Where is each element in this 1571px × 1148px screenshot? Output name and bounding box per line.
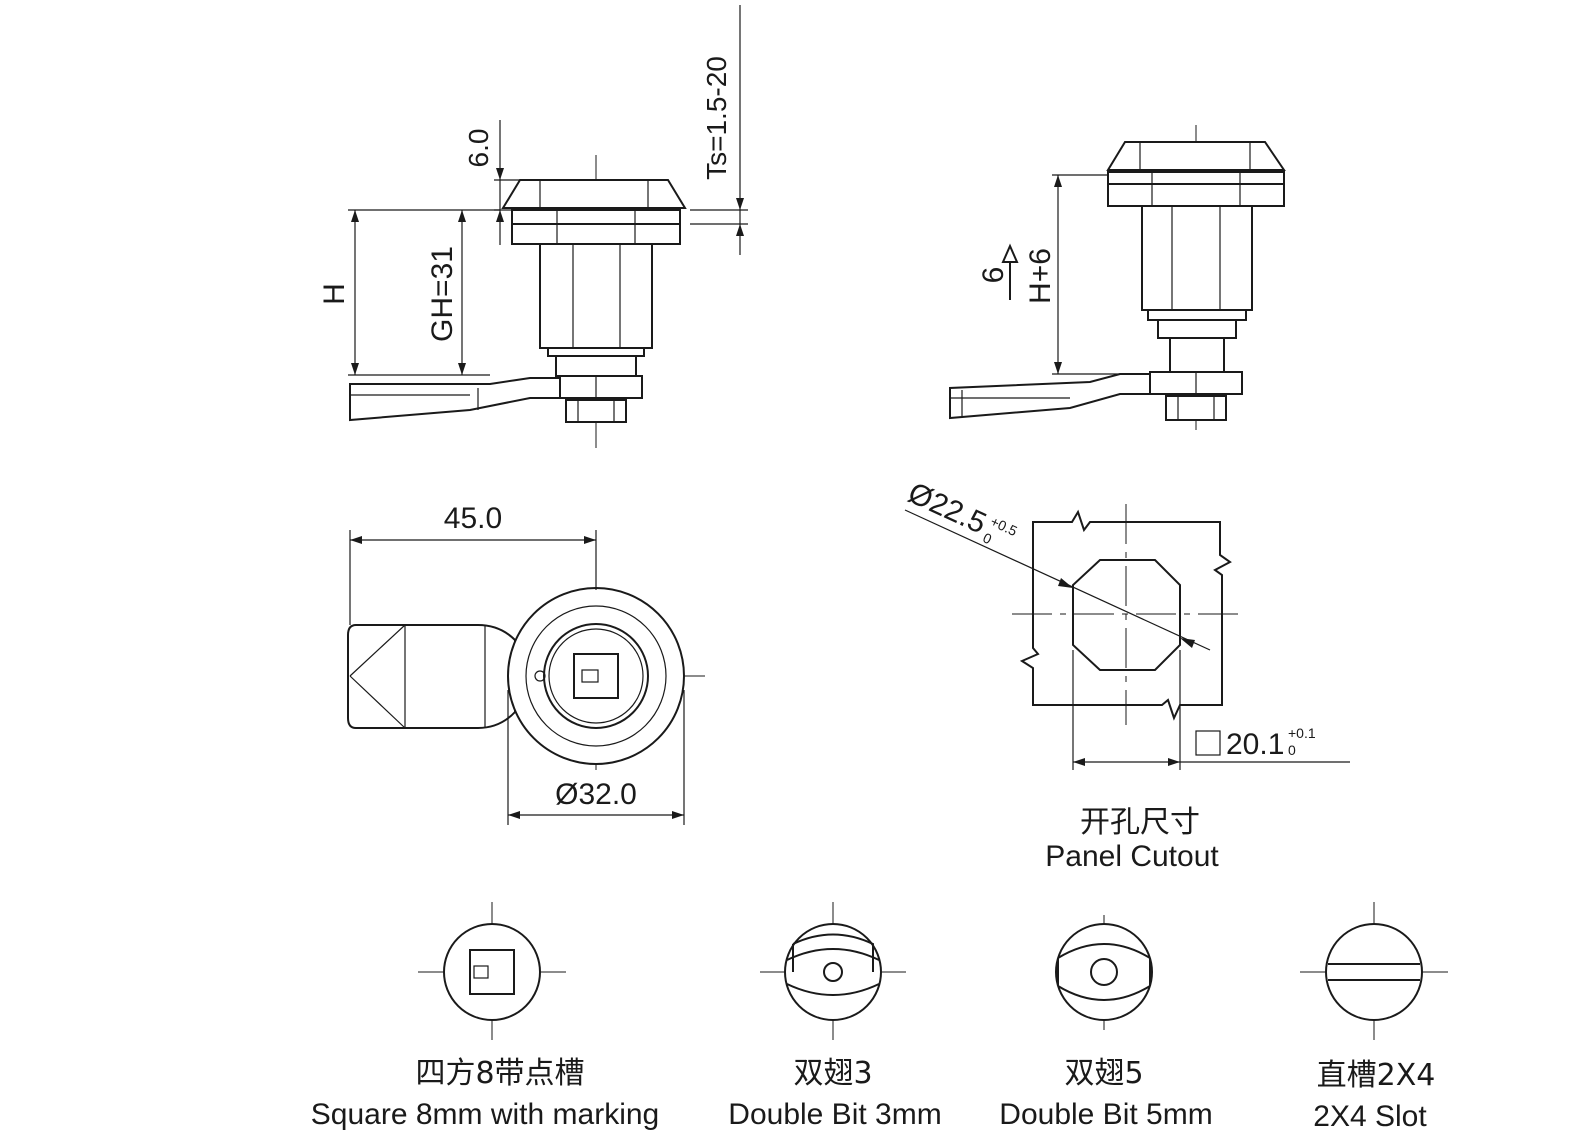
dim-h: H	[318, 283, 351, 305]
panel-cutout: Ø22.5 +0.5 0 20.1 +0.1 0 开孔尺寸 Panel Cuto…	[903, 476, 1350, 873]
dim-cutout-square-tol-upper: +0.1	[1288, 725, 1316, 741]
dim-cutout-square: 20.1	[1226, 728, 1284, 761]
dim-panel-thickness: Ts=1.5-20	[701, 56, 732, 180]
front-view: 45.0 Ø32.0	[347, 502, 705, 825]
dim-h-plus-6: H+6	[1024, 248, 1057, 304]
key-label-cn-1: 四方8带点槽	[415, 1056, 584, 1091]
dim-cutout-diameter-tol-lower: 0	[980, 529, 994, 547]
side-view-left: 6.0 Ts=1.5-20 H GH=31	[318, 5, 748, 448]
dim-gh: GH=31	[426, 246, 459, 342]
dim-diameter: Ø32.0	[555, 778, 637, 811]
dim-cutout-square-tol-lower: 0	[1288, 742, 1296, 758]
dim-lift: 6	[977, 267, 1010, 284]
key-label-cn-3: 双翅5	[1064, 1056, 1143, 1091]
dim-length: 45.0	[444, 502, 502, 535]
double-bit-3mm-icon	[760, 902, 906, 1040]
cutout-label-en: Panel Cutout	[1045, 840, 1219, 873]
dim-top-height: 6.0	[463, 129, 494, 168]
key-label-en-1: Square 8mm with marking	[311, 1098, 659, 1131]
key-label-en-4: 2X4 Slot	[1313, 1100, 1427, 1133]
slot-2x4-icon	[1300, 902, 1448, 1040]
cutout-label-cn: 开孔尺寸	[1080, 805, 1200, 840]
side-view-right: H+6 6	[949, 125, 1286, 430]
key-label-cn-4: 直槽2X4	[1317, 1058, 1436, 1093]
double-bit-5mm-icon	[1055, 915, 1153, 1030]
key-label-en-2: Double Bit 3mm	[728, 1098, 941, 1131]
key-label-cn-2: 双翅3	[793, 1056, 872, 1091]
dim-cutout-diameter: Ø22.5	[903, 476, 991, 540]
square-8mm-marking-icon	[418, 902, 566, 1040]
key-label-en-3: Double Bit 5mm	[999, 1098, 1212, 1131]
